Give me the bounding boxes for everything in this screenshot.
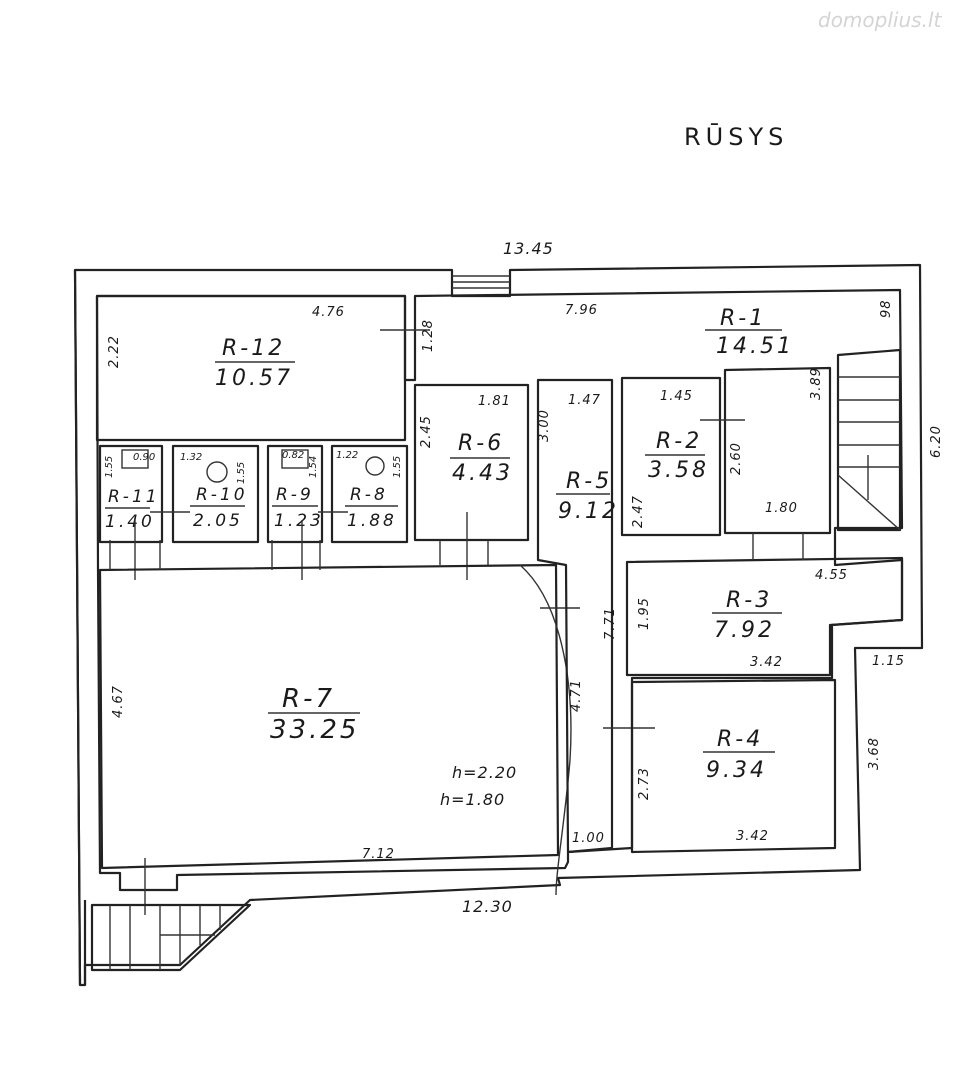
dim-1-95: 1.95 xyxy=(637,597,652,630)
room-r12-area: 10.57 xyxy=(215,366,293,391)
room-r9-label: R-9 xyxy=(276,485,314,505)
room-r8-area: 1.88 xyxy=(347,511,397,531)
room-r10-label: R-10 xyxy=(196,485,248,505)
dim-3-42-bottom: 3.42 xyxy=(736,829,769,844)
dim-1-45: 1.45 xyxy=(660,389,693,404)
toilet-icon xyxy=(365,456,385,476)
dim-7-71: 7.71 xyxy=(603,607,618,640)
room-r2-area: 3.58 xyxy=(648,458,709,483)
dim-7-12: 7.12 xyxy=(362,847,395,862)
room-r10: R-10 2.05 xyxy=(150,444,260,544)
dim-1-28: 1.28 xyxy=(421,319,436,352)
dim-4-71: 4.71 xyxy=(569,679,584,712)
room-r6-label: R-6 xyxy=(458,431,504,456)
room-r4: R-4 9.34 xyxy=(630,678,837,854)
dim-13-45: 13.45 xyxy=(503,239,554,258)
dim-1-22: 1.22 xyxy=(336,450,358,461)
dim-1-55-b: 1.55 xyxy=(236,462,247,484)
outer-walls xyxy=(73,263,924,987)
dim-4-76: 4.76 xyxy=(312,305,345,320)
room-r7-height-2: h=1.80 xyxy=(440,790,505,809)
dim-0-82: 0.82 xyxy=(282,450,304,461)
room-r8-label: R-8 xyxy=(350,485,388,505)
room-r9: R-9 1.23 xyxy=(266,444,324,580)
room-r10-area: 2.05 xyxy=(193,511,243,531)
door-marks xyxy=(109,533,804,570)
room-r6: R-6 4.43 xyxy=(413,383,530,580)
room-r7-height-1: h=2.20 xyxy=(452,763,517,782)
room-r11: R-11 1.40 xyxy=(98,444,164,580)
dim-2-73: 2.73 xyxy=(637,767,652,800)
room-r1-label: R-1 xyxy=(720,306,766,331)
room-r5-area: 9.12 xyxy=(558,499,619,524)
dim-3-42-top: 3.42 xyxy=(750,655,783,670)
dim-1-55-c: 1.55 xyxy=(392,456,403,478)
dim-1-54: 1.54 xyxy=(308,456,319,478)
room-r7-label: R-7 xyxy=(282,684,335,714)
stairs-bottom-left xyxy=(90,903,252,972)
room-r12: R-12 10.57 xyxy=(95,294,430,442)
dim-1-55-a: 1.55 xyxy=(104,456,115,478)
room-r6-area: 4.43 xyxy=(452,461,513,486)
stairs-right xyxy=(836,348,902,532)
toilet-icon xyxy=(206,461,228,483)
plan-title: RŪSYS xyxy=(684,122,788,151)
dim-2-22: 2.22 xyxy=(107,335,122,368)
dim-12-30: 12.30 xyxy=(462,897,513,916)
dim-1-80: 1.80 xyxy=(765,501,798,516)
dim-2-60: 2.60 xyxy=(729,442,744,475)
room-r5-label: R-5 xyxy=(566,469,612,494)
dim-7-96: 7.96 xyxy=(565,303,598,318)
room-r3: R-3 7.92 xyxy=(625,556,904,677)
room-r4-label: R-4 xyxy=(717,727,763,752)
dim-1-15: 1.15 xyxy=(872,654,905,669)
dim-1-47: 1.47 xyxy=(568,393,601,408)
top-entrance-steps xyxy=(452,275,510,289)
room-r3-area: 7.92 xyxy=(714,618,775,643)
dim-3-68: 3.68 xyxy=(867,737,882,770)
watermark-text: domoplius.lt xyxy=(818,8,942,32)
dim-2-45: 2.45 xyxy=(419,415,434,448)
dim-4-67: 4.67 xyxy=(111,685,126,718)
room-r11-label: R-11 xyxy=(108,487,160,507)
room-r12-label: R-12 xyxy=(222,336,285,361)
dim-0-90: 0.90 xyxy=(133,452,155,463)
dim-3-00: 3.00 xyxy=(537,409,552,442)
dim-0-98: 98 xyxy=(879,299,894,318)
room-r8: R-8 1.88 xyxy=(318,444,409,544)
dim-2-47: 2.47 xyxy=(631,495,646,528)
dim-4-55: 4.55 xyxy=(815,568,848,583)
room-r11-area: 1.40 xyxy=(105,512,155,532)
dim-1-81: 1.81 xyxy=(478,394,511,409)
room-r7: R-7 33.25 h=2.20 h=1.80 xyxy=(98,563,580,915)
dimension-labels: 13.45 12.30 6.20 3.68 1.15 7.96 98 3.89 … xyxy=(104,239,944,916)
dim-1-32: 1.32 xyxy=(180,452,202,463)
room-r2: R-2 3.58 xyxy=(620,366,832,537)
room-r5: R-5 9.12 xyxy=(536,378,655,854)
dim-3-89: 3.89 xyxy=(809,367,824,400)
room-r3-label: R-3 xyxy=(726,588,772,613)
room-r1: R-1 14.51 xyxy=(705,306,794,359)
room-r9-area: 1.23 xyxy=(274,511,324,531)
dim-1-00: 1.00 xyxy=(572,831,605,846)
dim-6-20: 6.20 xyxy=(929,425,944,458)
room-r7-area: 33.25 xyxy=(270,715,359,745)
room-r1-area: 14.51 xyxy=(716,334,794,359)
room-r2-label: R-2 xyxy=(656,429,702,454)
room-r4-area: 9.34 xyxy=(706,758,767,783)
